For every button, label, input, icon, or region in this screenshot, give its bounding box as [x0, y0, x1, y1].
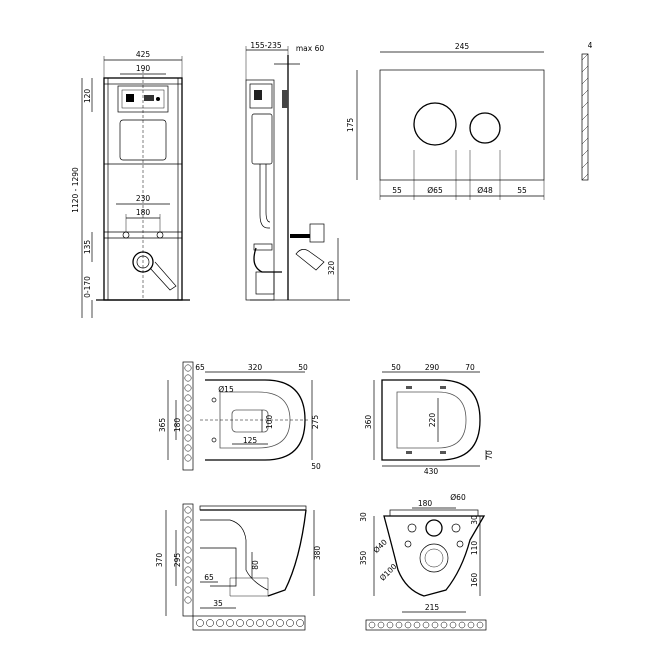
frame-height-label: 1120 - 1290 — [71, 167, 80, 213]
side-outlet-label: 35 — [213, 599, 223, 608]
plate-big-button-label: Ø65 — [427, 186, 443, 195]
frame-width-label: 425 — [136, 50, 151, 59]
rear-pipe-label: Ø100 — [378, 562, 399, 583]
bowl-inner-label: 180 — [173, 418, 182, 433]
frame-top-label: 120 — [83, 89, 92, 104]
plate-thickness-label: 4 — [588, 41, 593, 50]
side-depth-label: 155-235 — [250, 41, 282, 50]
frame-front-view — [81, 56, 190, 318]
side-bowl-height-label: 380 — [313, 546, 322, 561]
seat-thickness-label: 70 — [485, 450, 494, 460]
wall-stones-side — [184, 506, 192, 604]
frame-side-view — [245, 46, 350, 301]
floor-stones-rear — [368, 621, 484, 629]
bowl-seat-label: 125 — [243, 436, 258, 445]
frame-inner-label: 190 — [136, 64, 151, 73]
button-plate-view — [356, 51, 589, 200]
seat-width-label: 430 — [424, 467, 439, 476]
bowl-side-view — [165, 503, 315, 631]
wall-stones-top — [184, 364, 192, 462]
seat-height-label: 360 — [364, 415, 373, 430]
rear-mid-label: 110 — [470, 541, 479, 556]
seat-left-label: 50 — [391, 363, 401, 372]
side-trap-label: 80 — [251, 560, 260, 570]
bowl-offset-label: 65 — [195, 363, 205, 372]
bowl-length-label: 320 — [248, 363, 263, 372]
bowl-rear-label: 50 — [298, 363, 308, 372]
seat-inner-label: 220 — [428, 413, 437, 428]
side-water-label: 65 — [204, 573, 214, 582]
plate-width-label: 245 — [455, 42, 470, 51]
bowl-top-view — [167, 361, 313, 471]
frame-feet-label: 0-170 — [83, 276, 92, 298]
rear-base-label: 215 — [425, 603, 440, 612]
rear-bottom-gap-label: 30 — [470, 515, 479, 525]
seat-top-view — [373, 371, 487, 467]
plate-height-label: 175 — [346, 118, 355, 133]
rear-low-label: 160 — [470, 573, 479, 588]
seat-length-label: 290 — [425, 363, 440, 372]
bowl-stud-span-label: 275 — [311, 415, 320, 430]
bowl-front-label: 50 — [311, 462, 321, 471]
frame-pipes-label: 230 — [136, 194, 151, 203]
bowl-overall-label: 365 — [158, 418, 167, 433]
rear-top-gap-label: 30 — [359, 512, 368, 522]
plate-edge-left-label: 55 — [392, 186, 402, 195]
side-rim-label: 295 — [173, 553, 182, 568]
bowl-depth-label: 100 — [265, 415, 274, 430]
seat-right-label: 70 — [465, 363, 475, 372]
rear-stud-span-label: 180 — [418, 499, 433, 508]
side-wall-label: max 60 — [296, 44, 324, 53]
floor-stones-side — [196, 619, 304, 627]
rear-outlet-label: Ø60 — [450, 493, 466, 502]
plate-edge-right-label: 55 — [517, 186, 527, 195]
rear-height-label: 350 — [359, 551, 368, 566]
frame-outlet-label: 135 — [83, 240, 92, 255]
plate-small-button-label: Ø48 — [477, 186, 493, 195]
bowl-hole-label: Ø15 — [218, 385, 234, 394]
side-outlet-label: 320 — [327, 261, 336, 276]
bowl-rear-view — [365, 507, 487, 631]
side-total-height-label: 370 — [155, 553, 164, 568]
frame-studs-label: 180 — [136, 208, 151, 217]
